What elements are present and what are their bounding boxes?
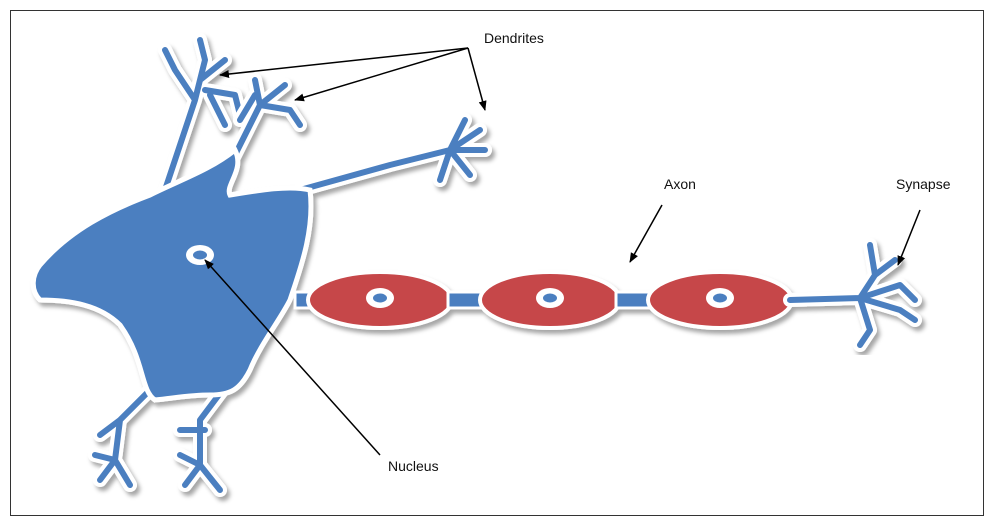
label-dendrites: Dendrites — [484, 30, 544, 46]
label-synapse: Synapse — [896, 176, 950, 192]
arrow-axon — [630, 205, 662, 262]
neuron-cell — [33, 40, 485, 490]
label-nucleus: Nucleus — [388, 458, 439, 474]
node-of-ranvier-3 — [616, 292, 650, 308]
node-of-ranvier-2 — [448, 292, 482, 308]
arrow-synapse — [898, 210, 920, 265]
cell-body — [33, 150, 311, 400]
label-axon: Axon — [664, 176, 696, 192]
arrow-dendrites-3 — [468, 48, 485, 110]
arrow-dendrites-1 — [220, 48, 468, 75]
arrow-dendrites-2 — [295, 48, 468, 100]
annotation-arrows — [205, 48, 920, 455]
